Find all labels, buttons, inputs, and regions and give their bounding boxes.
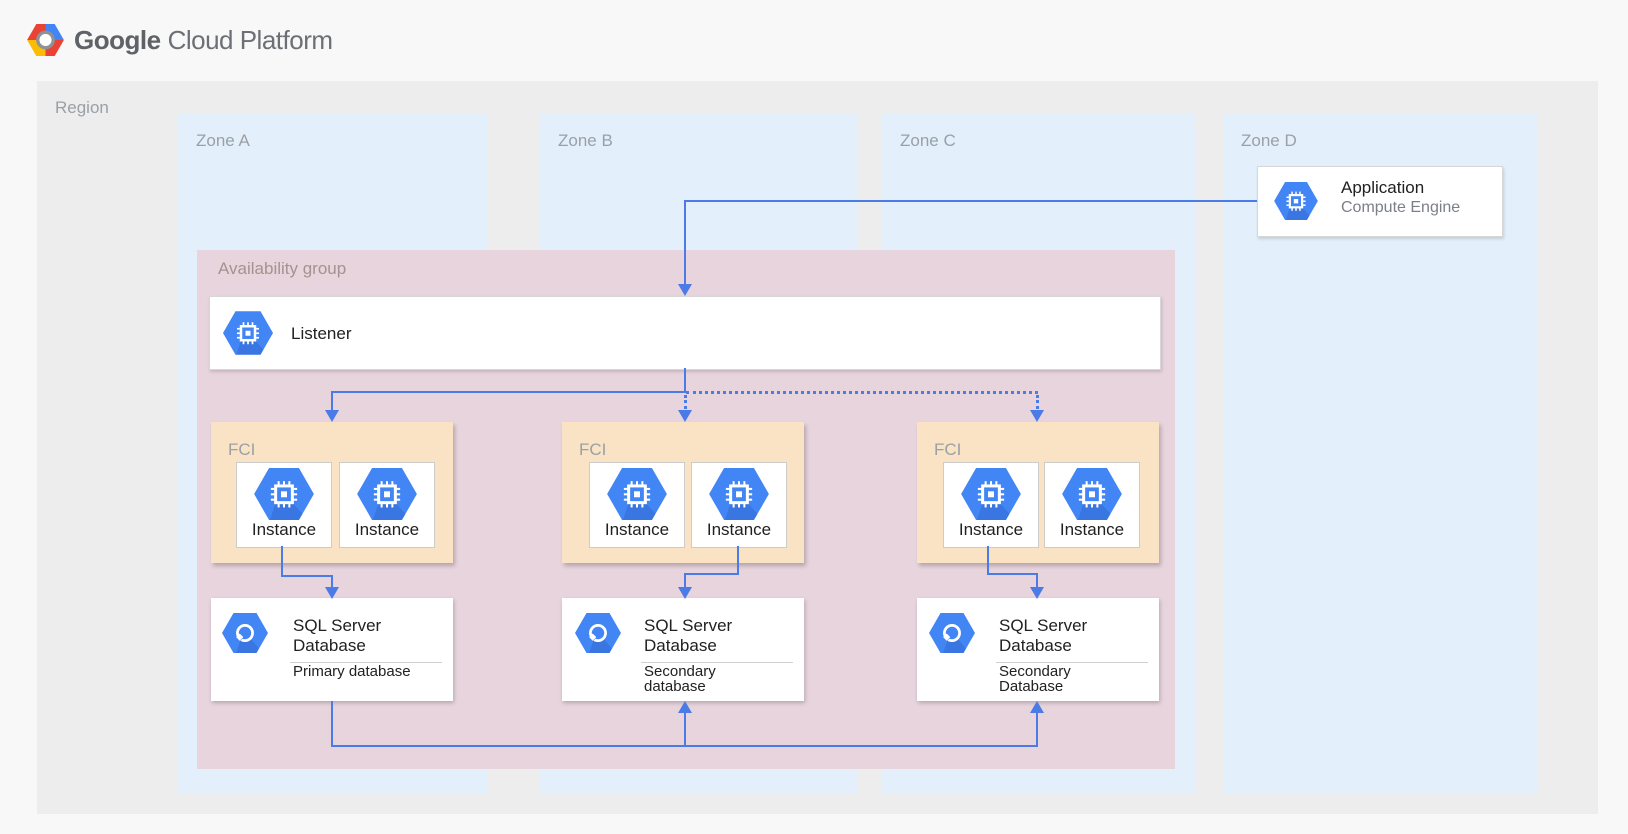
- connector-app-to-listener: [685, 200, 1257, 202]
- arrowhead-into-listener: [678, 284, 692, 296]
- arrowhead-into-sql-b-bottom: [678, 701, 692, 713]
- connector-to-fci-a: [331, 391, 333, 411]
- compute-engine-icon: [357, 468, 417, 520]
- db-title-line1: SQL Server: [644, 616, 733, 635]
- instance-label: Instance: [958, 520, 1024, 539]
- compute-engine-icon: [223, 311, 273, 355]
- compute-engine-icon: [961, 468, 1021, 520]
- region-label: Region: [55, 98, 109, 117]
- arrowhead-into-sql-a: [325, 587, 339, 599]
- connector-instance-to-sql-a: [331, 575, 333, 589]
- connector-instance-to-sql-a: [281, 546, 283, 577]
- connector-instance-to-sql-b: [684, 573, 739, 575]
- arrowhead-into-sql-c: [1030, 587, 1044, 599]
- db-title-line2: Database: [644, 636, 717, 655]
- sql-server-icon: [929, 613, 975, 653]
- connector-replication: [331, 701, 333, 747]
- arrowhead-into-sql-b: [678, 587, 692, 599]
- sql-server-icon: [575, 613, 621, 653]
- db-subtitle-line2: database: [644, 678, 706, 695]
- compute-engine-icon: [254, 468, 314, 520]
- connector-replication-to-b: [684, 713, 686, 746]
- arrowhead-into-fci-b: [678, 410, 692, 422]
- listener-card: Listener: [209, 296, 1161, 370]
- gcp-logo-icon: [27, 24, 64, 56]
- application-subtitle: Compute Engine: [1341, 199, 1461, 216]
- fci-group-b: FCI Instance Instance: [562, 422, 804, 563]
- connector-app-to-listener: [684, 200, 686, 286]
- dotted-connector-right: [686, 391, 1038, 394]
- arrowhead-into-fci-c: [1030, 410, 1044, 422]
- listener-label: Listener: [291, 324, 352, 343]
- compute-engine-icon: [709, 468, 769, 520]
- connector-replication: [331, 745, 1038, 747]
- brand-primary: Google: [74, 24, 161, 55]
- divider: [641, 662, 793, 663]
- zone-d-label: Zone D: [1241, 131, 1297, 150]
- instance-label: Instance: [354, 520, 420, 539]
- compute-engine-icon: [607, 468, 667, 520]
- fci-c-label: FCI: [934, 440, 962, 459]
- divider: [290, 662, 442, 663]
- connector-instance-to-sql-b: [737, 546, 739, 575]
- instance-label: Instance: [706, 520, 772, 539]
- connector-listener-down: [684, 368, 686, 393]
- application-card: Application Compute Engine: [1257, 166, 1503, 237]
- db-title-line1: SQL Server: [293, 616, 382, 635]
- fci-a-label: FCI: [228, 440, 256, 459]
- arrowhead-into-sql-c-bottom: [1030, 701, 1044, 713]
- instance-card: Instance: [339, 462, 435, 548]
- db-subtitle-line1: Secondary: [999, 663, 1071, 680]
- fci-group-c: FCI Instance Instance: [917, 422, 1159, 563]
- db-subtitle-line2: Database: [999, 678, 1064, 695]
- db-subtitle-line1: Primary database: [293, 663, 411, 680]
- instance-card: Instance: [943, 462, 1039, 548]
- fci-group-a: FCI Instance Instance: [211, 422, 453, 563]
- connector-instance-to-sql-c: [1036, 573, 1038, 589]
- brand-secondary: Cloud Platform: [167, 24, 333, 55]
- sql-server-icon: [222, 613, 268, 653]
- compute-engine-icon: [1062, 468, 1122, 520]
- dotted-connector-fci-c: [1036, 395, 1039, 409]
- zone-a-label: Zone A: [196, 131, 250, 150]
- db-title-line2: Database: [999, 636, 1072, 655]
- divider: [996, 662, 1148, 663]
- arrowhead-into-fci-a: [325, 410, 339, 422]
- db-subtitle-line1: Secondary: [644, 663, 716, 680]
- zone-b-label: Zone B: [558, 131, 613, 150]
- availability-group-label: Availability group: [218, 259, 347, 278]
- compute-engine-icon: [1274, 182, 1318, 220]
- instance-card: Instance: [236, 462, 332, 548]
- db-title-line1: SQL Server: [999, 616, 1088, 635]
- connector-instance-to-sql-a: [281, 575, 333, 577]
- instance-card: Instance: [691, 462, 787, 548]
- instance-label: Instance: [604, 520, 670, 539]
- connector-instance-to-sql-c: [987, 573, 1038, 575]
- application-title: Application: [1341, 178, 1425, 197]
- fci-b-label: FCI: [579, 440, 607, 459]
- connector-instance-to-sql-b: [684, 573, 686, 589]
- instance-label: Instance: [1059, 520, 1125, 539]
- zone-c-label: Zone C: [900, 131, 956, 150]
- connector-to-fci-a: [332, 391, 686, 393]
- instance-label: Instance: [251, 520, 317, 539]
- instance-card: Instance: [589, 462, 685, 548]
- dotted-connector-fci-b: [684, 395, 687, 409]
- instance-card: Instance: [1044, 462, 1140, 548]
- connector-replication-to-c: [1036, 713, 1038, 746]
- connector-instance-to-sql-c: [987, 546, 989, 575]
- db-title-line2: Database: [293, 636, 366, 655]
